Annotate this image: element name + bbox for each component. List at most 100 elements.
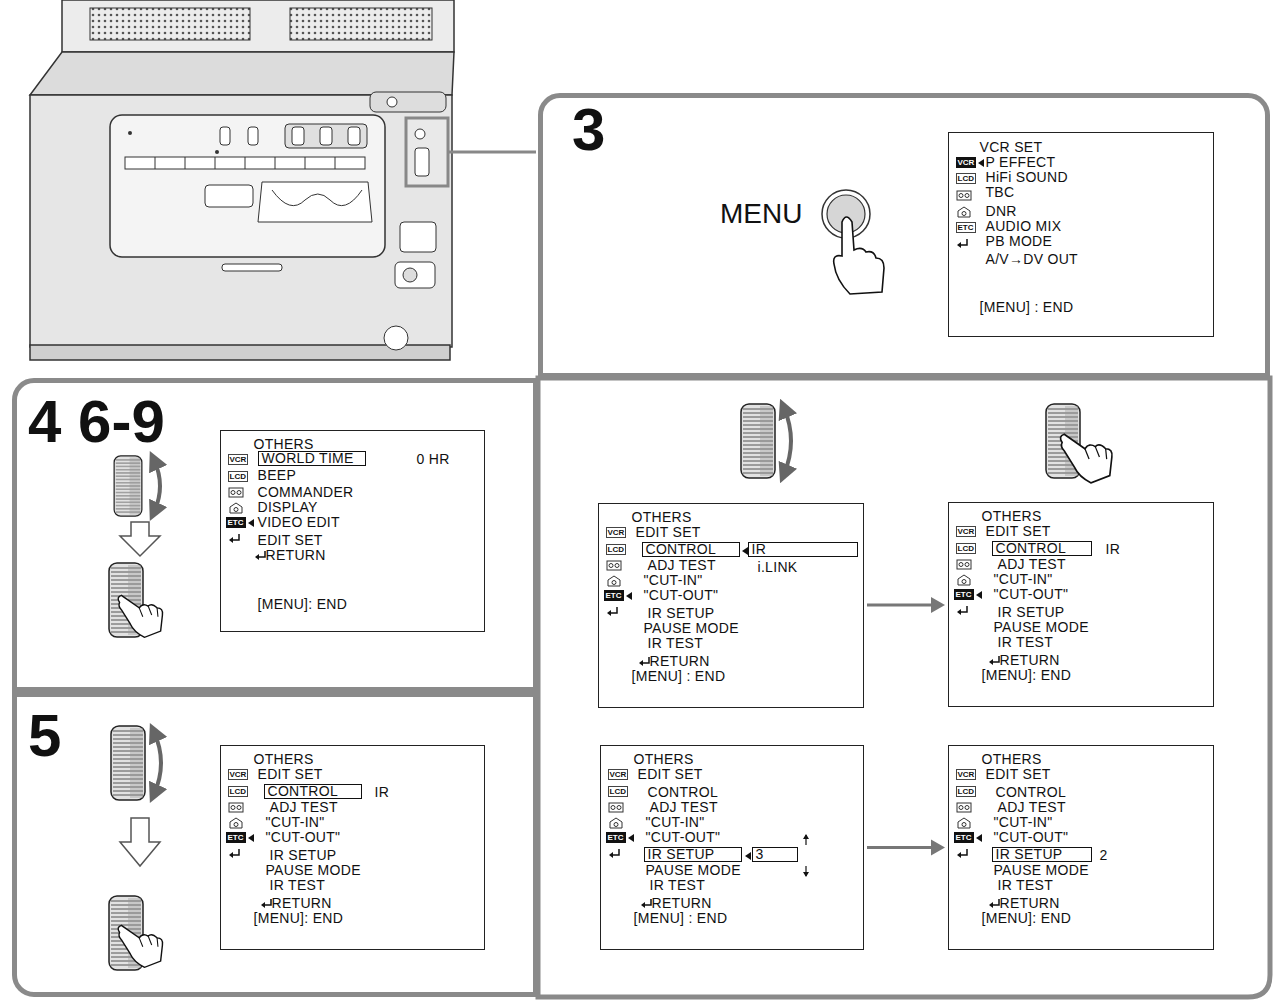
- selection-pointer: [248, 834, 254, 842]
- camera-icon-part: [230, 818, 242, 828]
- return-icon-part: [607, 610, 611, 616]
- menu-item: TBC: [986, 185, 1015, 199]
- vcr-device-part: [272, 190, 362, 206]
- highlighted-item: WORLD TIME: [258, 451, 366, 466]
- camera-icon: [608, 576, 620, 586]
- vcr-device-part: [415, 148, 429, 176]
- menu-item: "CUT-OUT": [994, 830, 1069, 844]
- camera-icon-part: [962, 580, 966, 584]
- camera-icon-part: [612, 581, 616, 585]
- tape-icon-part: [237, 806, 241, 810]
- camera-icon: [230, 503, 242, 513]
- camera-icon: [958, 575, 970, 585]
- menu-item: EDIT SET: [986, 767, 1051, 781]
- flow-arrow-part: [867, 604, 933, 607]
- jog-dial-part: [118, 925, 162, 967]
- return-icon-part: [257, 551, 265, 557]
- menu-item: OTHERS: [254, 437, 314, 451]
- menu-item: RETURN: [650, 654, 710, 668]
- menu-item: PAUSE MODE: [994, 620, 1089, 634]
- tape-icon-part: [231, 491, 235, 495]
- tape-icon-part: [615, 564, 619, 568]
- menu-item: PAUSE MODE: [994, 863, 1089, 877]
- menu-item: IR TEST: [648, 636, 704, 650]
- menu-item: IR: [375, 785, 390, 799]
- menu-item: ADJ TEST: [648, 558, 716, 572]
- adjust-arrow-part: [805, 866, 806, 876]
- tape-icon-part: [959, 806, 963, 810]
- menu-item: 0 HR: [417, 452, 450, 466]
- return-icon: [261, 899, 271, 908]
- return-icon: [229, 534, 239, 543]
- menu-icon: ETC: [954, 589, 974, 600]
- menu-item: EDIT SET: [258, 767, 323, 781]
- step-panel: 5OTHERSVCREDIT SETLCDCONTROLIRADJ TEST"C…: [12, 692, 538, 997]
- tape-icon: [957, 191, 971, 200]
- return-icon-part: [229, 852, 233, 858]
- menu-icon: LCD: [956, 786, 976, 797]
- flow-arrow: [867, 840, 945, 856]
- camera-icon-part: [962, 823, 966, 827]
- tape-icon-part: [965, 563, 969, 567]
- menu-item: 2: [1100, 848, 1108, 862]
- menu-item: EDIT SET: [258, 533, 323, 547]
- menu-icon: ETC: [956, 222, 976, 233]
- camera-icon-part: [958, 575, 970, 585]
- menu-screen: OTHERSVCREDIT SETLCDCONTROLIRADJ TEST"CU…: [948, 502, 1214, 707]
- menu-item: RETURN: [266, 548, 326, 562]
- menu-screen: OTHERSVCREDIT SETLCDCONTROLIRADJ TEST"CU…: [220, 745, 485, 950]
- menu-item: ADJ TEST: [270, 800, 338, 814]
- highlighted-item: IR SETUP: [644, 847, 742, 862]
- menu-item: PAUSE MODE: [644, 621, 739, 635]
- flow-arrow-part: [931, 597, 945, 613]
- menu-icon: ETC: [954, 832, 974, 843]
- menu-icon: VCR: [228, 454, 249, 465]
- selection-pointer: [978, 159, 984, 167]
- vcr-device-part: [384, 326, 408, 350]
- menu-item: EDIT SET: [636, 525, 701, 539]
- vcr-device-part: [222, 264, 282, 271]
- menu-item: [MENU]: END: [982, 668, 1072, 682]
- return-icon-part: [989, 659, 993, 665]
- menu-item: IR TEST: [998, 878, 1054, 892]
- return-icon-part: [957, 852, 961, 858]
- step-panel: 3MENUVCR SETVCRP EFFECTLCDHiFi SOUNDTBCD…: [538, 93, 1270, 378]
- menu-item: [MENU]: END: [982, 911, 1072, 925]
- jog-dial-part: [1060, 434, 1112, 483]
- return-icon: [609, 849, 619, 858]
- vcr-device-part: [415, 129, 425, 139]
- tape-icon: [957, 803, 971, 812]
- return-icon-part: [263, 899, 271, 905]
- menu-icon: LCD: [228, 786, 248, 797]
- menu-item: [MENU] : END: [980, 300, 1074, 314]
- menu-item: RETURN: [1000, 896, 1060, 910]
- menu-item: COMMANDER: [258, 485, 354, 499]
- menu-item: CONTROL: [648, 785, 719, 799]
- vcr-device: [30, 0, 536, 360]
- step-panel: 4 6-9OTHERSVCRWORLD TIME0 HRLCDBEEPCOMMA…: [12, 378, 538, 692]
- jog-dial-part: [154, 732, 161, 794]
- camera-icon-part: [234, 508, 238, 512]
- menu-icon: VCR: [956, 769, 977, 780]
- menu-button: [822, 190, 884, 294]
- vcr-device-part: [370, 92, 446, 112]
- menu-item: IR SETUP: [998, 605, 1065, 619]
- return-icon-part: [643, 899, 651, 905]
- return-icon-part: [609, 607, 617, 613]
- camera-icon-part: [610, 818, 622, 828]
- step-number: 3: [572, 100, 605, 160]
- camera-icon-part: [958, 207, 970, 217]
- tape-icon: [229, 803, 243, 812]
- return-icon-part: [959, 606, 967, 612]
- menu-item: HiFi SOUND: [986, 170, 1068, 184]
- menu-item: [MENU] : END: [634, 911, 728, 925]
- menu-item: VCR SET: [980, 140, 1043, 154]
- return-icon-part: [957, 242, 961, 248]
- menu-item: "CUT-IN": [994, 572, 1053, 586]
- tape-icon-part: [229, 803, 243, 812]
- menu-item: i.LINK: [758, 560, 798, 574]
- menu-item: [MENU] : END: [632, 669, 726, 683]
- vcr-device-part: [248, 127, 258, 145]
- vcr-device-part: [128, 131, 132, 135]
- menu-item: "CUT-IN": [994, 815, 1053, 829]
